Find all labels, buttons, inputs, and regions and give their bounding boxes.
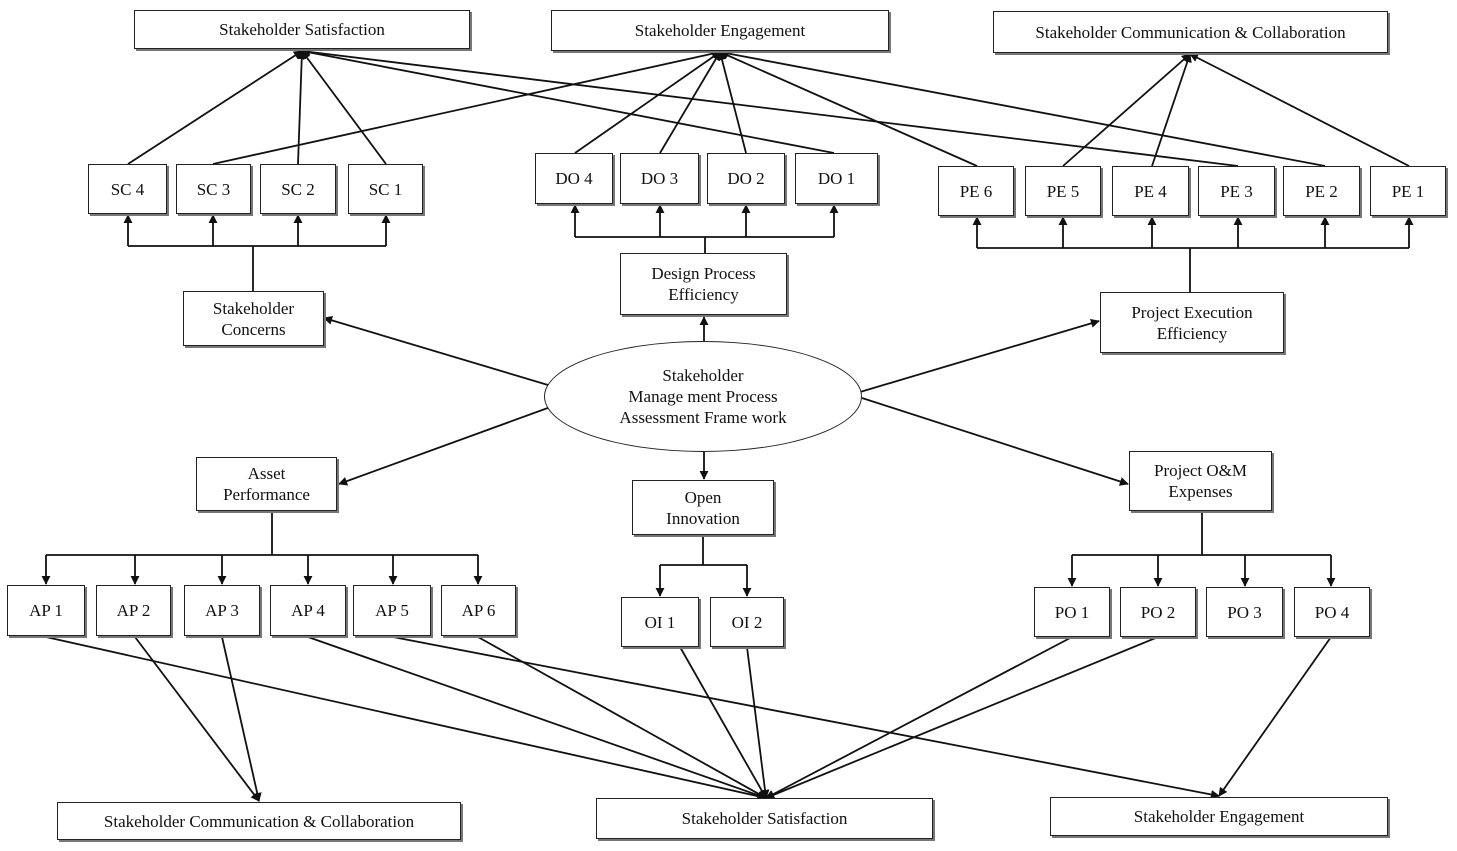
outcome-top-stakeholder-satisfaction: Stakeholder Satisfaction	[134, 10, 470, 49]
arrow-sc3-to-engagement	[212, 49, 721, 165]
dimension-open-innovation: Open Innovation	[632, 480, 774, 535]
arrow-pe2-to-engagement	[719, 49, 1326, 167]
arrow-do3-to-engagement	[659, 51, 721, 154]
indicator-oi-1: OI 1	[621, 597, 699, 647]
indicator-pe-6: PE 6	[938, 166, 1014, 216]
indicator-sc-1: SC 1	[348, 164, 423, 214]
indicator-do-2: DO 2	[707, 153, 785, 204]
dimension-project-execution-efficiency: Project Execution Efficiency	[1100, 292, 1284, 353]
indicator-pe-1: PE 1	[1370, 166, 1446, 216]
arrow-do4-to-engagement	[574, 51, 721, 154]
arrow-ap2-to-communication	[134, 636, 260, 802]
arrow-ap3-to-communication	[221, 636, 262, 802]
indicator-do-1: DO 1	[795, 153, 878, 204]
indicator-pe-3: PE 3	[1198, 166, 1275, 216]
indicator-po-4: PO 4	[1294, 587, 1370, 637]
outcome-bottom-stakeholder-communication: Stakeholder Communication & Collaboratio…	[57, 802, 461, 840]
indicator-do-3: DO 3	[620, 153, 699, 204]
indicator-pe-5: PE 5	[1025, 166, 1101, 216]
indicator-pe-4: PE 4	[1112, 166, 1189, 216]
indicator-sc-2: SC 2	[260, 164, 336, 214]
arrow-po1-to-satisfaction	[765, 636, 1073, 799]
arrow-sc2-to-satisfaction	[297, 50, 307, 165]
dimension-design-process-efficiency: Design Process Efficiency	[620, 253, 787, 315]
outcome-bottom-stakeholder-engagement: Stakeholder Engagement	[1050, 797, 1388, 836]
dimension-stakeholder-concerns: Stakeholder Concerns	[183, 291, 324, 346]
arrow-pe6-to-engagement	[719, 51, 978, 167]
indicator-ap-5: AP 5	[353, 585, 431, 636]
indicator-pe-2: PE 2	[1283, 166, 1360, 216]
outcome-bottom-stakeholder-satisfaction: Stakeholder Satisfaction	[596, 798, 933, 839]
arrow-center-to-asset-performance	[338, 404, 557, 486]
arrow-sc1-to-satisfaction	[301, 50, 387, 165]
arrow-oi2-to-satisfaction	[746, 646, 770, 799]
arrow-ap4-to-satisfaction	[307, 636, 767, 800]
dimension-project-om-expenses: Project O&M Expenses	[1129, 451, 1272, 511]
indicator-ap-1: AP 1	[7, 585, 85, 636]
arrow-pe4-to-communication	[1151, 53, 1192, 167]
arrow-pe3-to-satisfaction	[301, 47, 1239, 167]
dimension-asset-performance: Asset Performance	[196, 457, 337, 511]
arrow-center-to-project-execution	[859, 318, 1100, 393]
indicator-sc-3: SC 3	[176, 164, 251, 214]
indicator-po-2: PO 2	[1120, 587, 1196, 637]
arrow-sc4-to-satisfaction	[127, 50, 303, 165]
indicator-do-4: DO 4	[535, 153, 613, 204]
arrow-oi1-to-satisfaction	[679, 646, 767, 799]
arrow-center-to-stakeholder-concerns	[323, 316, 549, 386]
arrow-po4-to-engagement	[1218, 636, 1332, 797]
outcome-top-stakeholder-engagement: Stakeholder Engagement	[551, 10, 889, 51]
arrow-do1-to-satisfaction	[301, 48, 835, 154]
indicator-ap-4: AP 4	[270, 585, 346, 636]
indicator-po-3: PO 3	[1206, 587, 1283, 637]
indicator-ap-2: AP 2	[96, 585, 171, 636]
arrow-ap5-to-engagement	[392, 636, 1220, 799]
arrow-center-to-project-om	[861, 397, 1129, 486]
arrow-ap6-to-satisfaction	[477, 636, 767, 799]
indicator-ap-6: AP 6	[441, 585, 516, 636]
arrow-po2-to-satisfaction	[765, 636, 1159, 800]
arrow-pe1-to-communication	[1189, 53, 1410, 167]
arrow-ap1-to-satisfaction	[45, 636, 767, 801]
outcome-top-stakeholder-communication: Stakeholder Communication & Collaboratio…	[993, 11, 1388, 53]
center-assessment-framework: Stakeholder Manage ment Process Assessme…	[544, 341, 862, 452]
indicator-oi-2: OI 2	[710, 597, 784, 647]
indicator-po-1: PO 1	[1034, 587, 1110, 637]
indicator-ap-3: AP 3	[184, 585, 260, 636]
indicator-sc-4: SC 4	[88, 164, 167, 214]
